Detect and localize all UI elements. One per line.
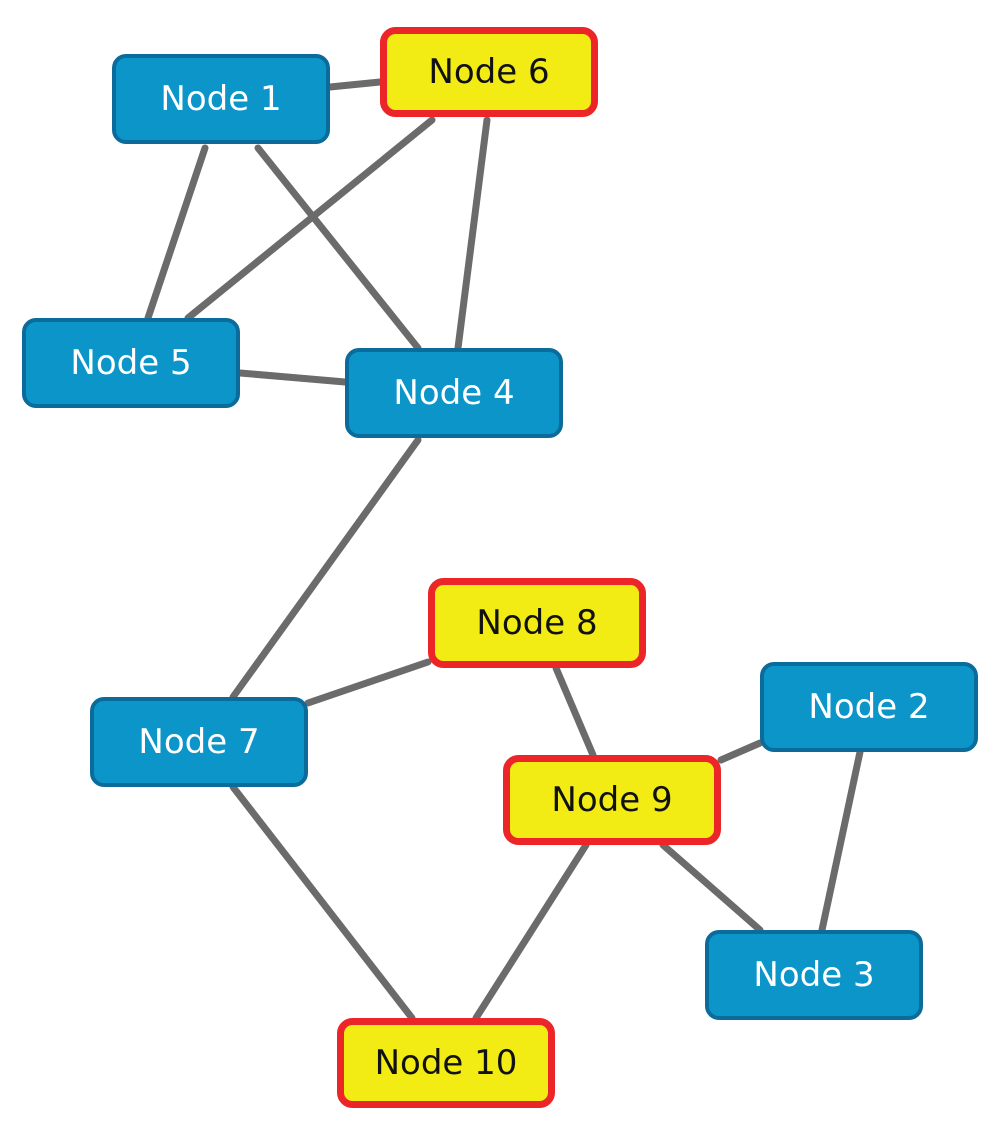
node-box <box>380 27 598 117</box>
node-box <box>760 662 978 752</box>
node-6: Node 6 <box>380 27 598 117</box>
node-label: Node 5 <box>70 343 191 383</box>
node-3: Node 3 <box>705 930 923 1020</box>
edge-n1-n4 <box>254 144 422 352</box>
edge-n9-n3 <box>659 841 764 934</box>
edge-n7-n8 <box>304 658 432 707</box>
edge-n5-n4 <box>236 369 349 386</box>
node-2: Node 2 <box>760 662 978 752</box>
node-box <box>337 1018 555 1108</box>
node-label: Node 10 <box>375 1043 518 1083</box>
edge-n7-n10 <box>229 783 416 1022</box>
edge-n1-n6 <box>326 78 384 91</box>
edge-n6-n5 <box>184 116 436 322</box>
node-box <box>22 318 240 408</box>
node-label: Node 1 <box>160 79 281 119</box>
edge-n8-n9 <box>552 664 597 759</box>
node-5: Node 5 <box>22 318 240 408</box>
node-4: Node 4 <box>345 348 563 438</box>
edge-n1-n5 <box>144 144 209 322</box>
node-box <box>112 54 330 144</box>
node-label: Node 8 <box>476 603 597 643</box>
node-box <box>428 578 646 668</box>
node-box <box>90 697 308 787</box>
edge-n6-n4 <box>454 116 491 352</box>
node-label: Node 9 <box>551 780 672 820</box>
edges-layer <box>144 78 864 1022</box>
node-label: Node 2 <box>808 687 929 727</box>
edge-n9-n2 <box>717 739 764 764</box>
node-label: Node 3 <box>753 955 874 995</box>
node-8: Node 8 <box>428 578 646 668</box>
node-label: Node 6 <box>428 52 549 92</box>
nodes-layer: Node 1 Node 2 Node 3 Node 4 Node 5 Node 6 Node… <box>22 27 978 1108</box>
node-7: Node 7 <box>90 697 308 787</box>
node-box <box>503 755 721 845</box>
node-label: Node 4 <box>393 373 514 413</box>
node-box <box>705 930 923 1020</box>
edge-n9-n10 <box>472 841 590 1022</box>
node-box <box>345 348 563 438</box>
edge-n4-n7 <box>229 436 422 701</box>
node-1: Node 1 <box>112 54 330 144</box>
node-9: Node 9 <box>503 755 721 845</box>
node-label: Node 7 <box>138 722 259 762</box>
node-10: Node 10 <box>337 1018 555 1108</box>
edge-n2-n3 <box>818 748 864 934</box>
